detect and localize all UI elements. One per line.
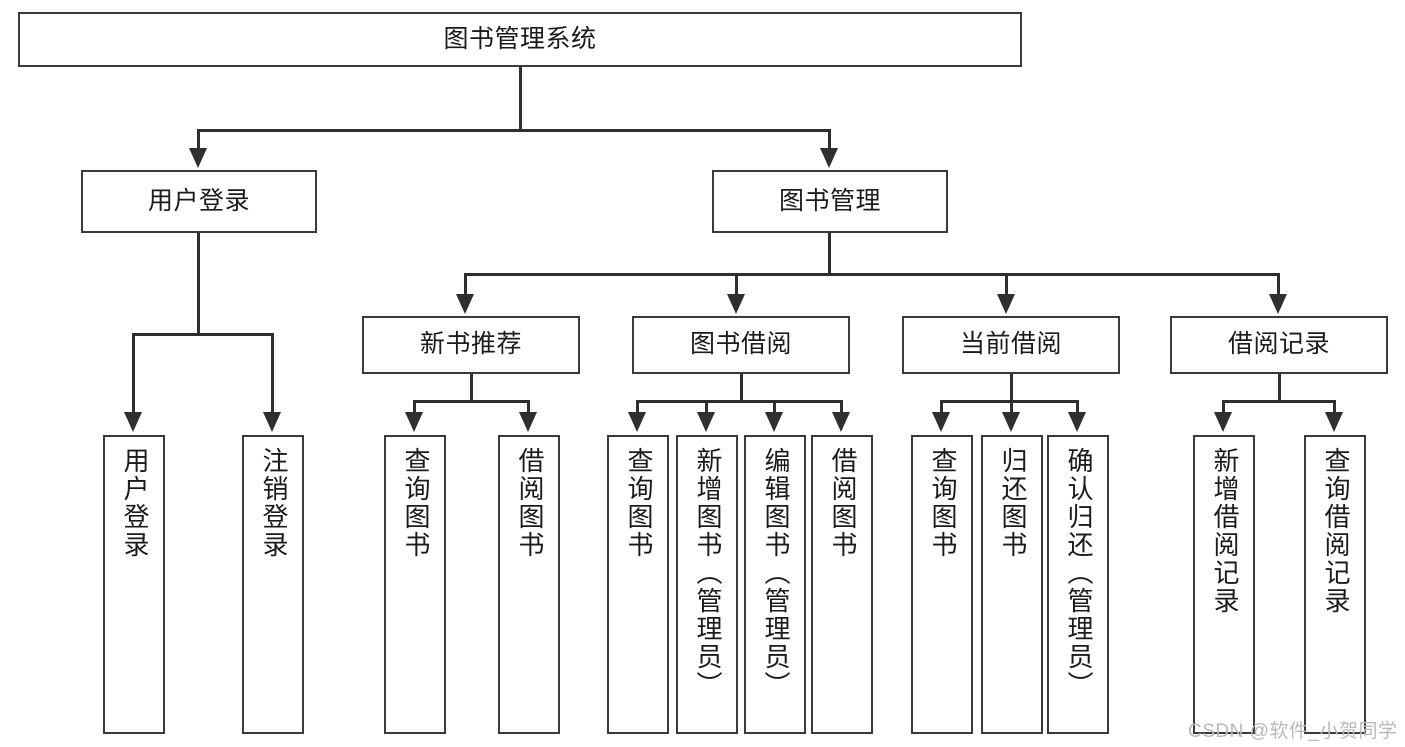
- node-book-management[interactable]: 图书管理: [712, 170, 948, 233]
- node-borrow-record[interactable]: 借阅记录: [1170, 316, 1388, 374]
- connector-current-borrow-drop-3: [1076, 400, 1079, 415]
- node-label: 新书推荐: [419, 330, 522, 359]
- connector-current-borrow-stem: [1010, 374, 1013, 402]
- node-label: 归还图书: [997, 447, 1028, 559]
- leaf-current-return-book[interactable]: 归还图书: [981, 435, 1043, 734]
- connector-book-borrow-stem: [740, 374, 743, 402]
- arrowhead-book-borrow: [727, 294, 745, 314]
- connector-to-book-borrow: [735, 273, 738, 297]
- leaf-borrow-borrow-book[interactable]: 借阅图书: [811, 435, 873, 734]
- connector-current-borrow-bus: [940, 400, 1079, 403]
- arrowhead-new-book-leaf-2: [519, 412, 537, 432]
- arrowhead-book-mgmt: [820, 148, 838, 168]
- connector-to-book-mgmt: [828, 129, 831, 151]
- connector-to-current-borrow: [1005, 273, 1008, 297]
- connector-current-borrow-drop-2: [1010, 400, 1013, 415]
- node-label: 查询图书: [623, 447, 654, 559]
- leaf-logout[interactable]: 注销登录: [242, 435, 304, 734]
- node-label: 确认归还（管理员）: [1063, 447, 1094, 699]
- connector-current-borrow-drop-1: [940, 400, 943, 415]
- connector-new-book-stem: [470, 374, 473, 402]
- node-label: 当前借阅: [959, 330, 1062, 359]
- connector-borrow-record-drop-2: [1333, 400, 1336, 415]
- watermark: CSDN @软件_小贺同学: [1188, 721, 1398, 742]
- leaf-user-login[interactable]: 用户登录: [103, 435, 165, 734]
- leaf-borrow-add-book-admin[interactable]: 新增图书（管理员）: [676, 435, 738, 734]
- node-label: 图书管理系统: [443, 24, 597, 53]
- connector-root-stem: [519, 67, 522, 131]
- connector-new-book-bus: [413, 400, 530, 403]
- arrowhead-current-borrow-leaf-3: [1068, 412, 1086, 432]
- connector-borrow-record-drop-1: [1222, 400, 1225, 415]
- arrowhead-leaf-logout: [263, 412, 281, 432]
- node-label: 借阅图书: [514, 447, 545, 559]
- arrowhead-current-borrow-leaf-1: [932, 412, 950, 432]
- node-label: 编辑图书（管理员）: [760, 447, 791, 699]
- connector-user-login-drop-1: [132, 333, 135, 415]
- node-book-borrow[interactable]: 图书借阅: [632, 316, 850, 374]
- connector-book-borrow-drop-4: [840, 400, 843, 415]
- arrowhead-current-borrow: [997, 294, 1015, 314]
- arrowhead-new-book: [456, 294, 474, 314]
- node-label: 新增借阅记录: [1209, 447, 1240, 615]
- arrowhead-book-borrow-leaf-3: [765, 412, 783, 432]
- connector-to-user-login: [197, 129, 200, 151]
- connector-to-new-book: [464, 273, 467, 297]
- leaf-borrow-query-book[interactable]: 查询图书: [607, 435, 669, 734]
- leaf-borrow-edit-book-admin[interactable]: 编辑图书（管理员）: [744, 435, 806, 734]
- connector-book-borrow-drop-1: [636, 400, 639, 415]
- connector-new-book-drop-2: [527, 400, 530, 415]
- node-label: 用户登录: [119, 447, 150, 559]
- arrowhead-book-borrow-leaf-2: [697, 412, 715, 432]
- node-label: 查询图书: [400, 447, 431, 559]
- connector-book-borrow-drop-3: [773, 400, 776, 415]
- connector-new-book-drop-1: [413, 400, 416, 415]
- arrowhead-new-book-leaf-1: [405, 412, 423, 432]
- connector-book-borrow-bus: [636, 400, 843, 403]
- node-label: 图书借阅: [689, 330, 792, 359]
- node-new-book-recommend[interactable]: 新书推荐: [362, 316, 580, 374]
- arrowhead-borrow-record-leaf-2: [1325, 412, 1343, 432]
- connector-user-login-stem: [197, 233, 200, 335]
- connector-borrow-record-stem: [1278, 374, 1281, 402]
- node-user-login[interactable]: 用户登录: [81, 170, 317, 233]
- connector-user-login-drop-2: [271, 333, 274, 415]
- leaf-current-confirm-return-admin[interactable]: 确认归还（管理员）: [1047, 435, 1109, 734]
- leaf-current-query-book[interactable]: 查询图书: [911, 435, 973, 734]
- arrowhead-book-borrow-leaf-4: [832, 412, 850, 432]
- connector-borrow-record-bus: [1222, 400, 1336, 403]
- connector-user-login-bus: [132, 333, 274, 336]
- node-label: 借阅记录: [1227, 330, 1330, 359]
- node-label: 新增图书（管理员）: [692, 447, 723, 699]
- leaf-new-book-borrow-book[interactable]: 借阅图书: [498, 435, 560, 734]
- node-label: 注销登录: [258, 447, 289, 559]
- arrowhead-borrow-record: [1269, 294, 1287, 314]
- arrowhead-book-borrow-leaf-1: [628, 412, 646, 432]
- node-label: 借阅图书: [827, 447, 858, 559]
- leaf-record-add-record[interactable]: 新增借阅记录: [1193, 435, 1255, 734]
- connector-book-mgmt-stem: [828, 233, 831, 275]
- node-label: 图书管理: [778, 186, 881, 215]
- node-label: 用户登录: [147, 186, 250, 215]
- arrowhead-leaf-user-login: [124, 412, 142, 432]
- connector-level3-bus: [464, 273, 1280, 276]
- node-label: 查询借阅记录: [1320, 447, 1351, 615]
- node-current-borrow[interactable]: 当前借阅: [902, 316, 1120, 374]
- arrowhead-borrow-record-leaf-1: [1214, 412, 1232, 432]
- node-root-system[interactable]: 图书管理系统: [18, 12, 1022, 67]
- connector-to-borrow-record: [1277, 273, 1280, 297]
- arrowhead-current-borrow-leaf-2: [1002, 412, 1020, 432]
- connector-book-borrow-drop-2: [705, 400, 708, 415]
- connector-level2-bus: [197, 129, 831, 132]
- leaf-new-book-query-book[interactable]: 查询图书: [384, 435, 446, 734]
- leaf-record-query-record[interactable]: 查询借阅记录: [1304, 435, 1366, 734]
- node-label: 查询图书: [927, 447, 958, 559]
- arrowhead-user-login: [189, 148, 207, 168]
